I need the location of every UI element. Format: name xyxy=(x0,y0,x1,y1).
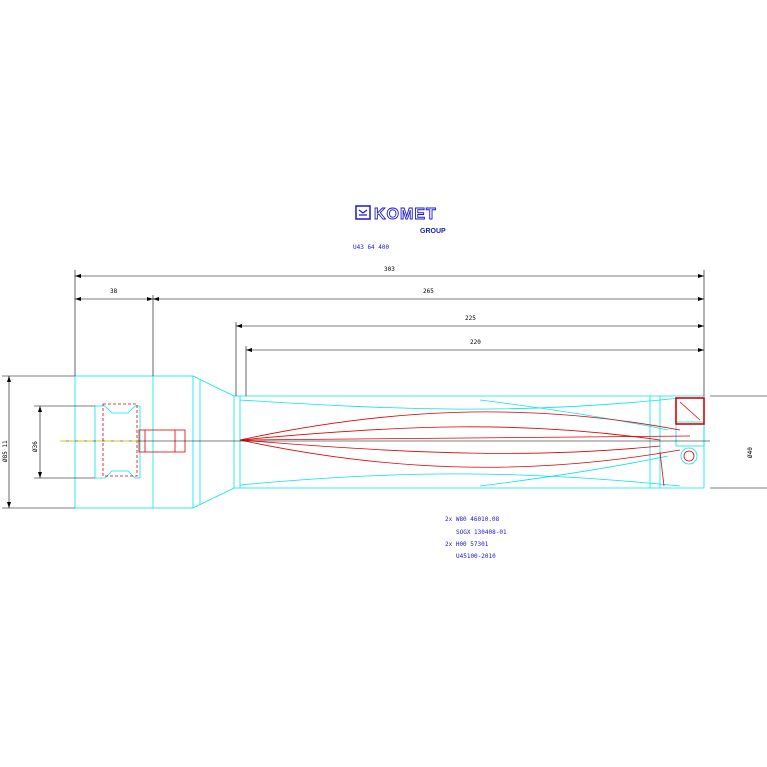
dim-shank-dia-inner: Ø36 xyxy=(32,441,39,452)
note-line-3: 2x H00 57301 xyxy=(445,541,489,548)
dim-cut-dia: Ø40 xyxy=(747,447,754,458)
part-number: U43 64 400 xyxy=(353,244,390,251)
dimension-lines xyxy=(2,270,767,509)
brand-sub: GROUP xyxy=(420,228,446,235)
brand-name: KOMET xyxy=(374,206,437,223)
note-line-2: SOGX 130408-01 xyxy=(456,529,507,536)
tool-body-outline xyxy=(74,375,705,509)
component-notes: 2x W80 46010.08 SOGX 130408-01 2x H00 57… xyxy=(445,516,507,560)
komet-logo: KOMET GROUP xyxy=(355,205,446,235)
dim-shank-length: 38 xyxy=(110,288,118,295)
dim-reach-2: 220 xyxy=(470,339,481,346)
note-line-1: 2x W80 46010.08 xyxy=(445,516,500,523)
dim-overall-length: 303 xyxy=(384,266,395,273)
dim-reach-1: 225 xyxy=(465,315,476,322)
note-line-4: U45100-2010 xyxy=(456,553,496,560)
dimension-arrows xyxy=(7,274,704,508)
dim-body-length: 265 xyxy=(423,288,434,295)
dim-shank-dia-outer: Ø85 11 xyxy=(2,440,9,462)
coolant-channels xyxy=(102,397,705,487)
komet-logo-icon xyxy=(355,205,371,220)
